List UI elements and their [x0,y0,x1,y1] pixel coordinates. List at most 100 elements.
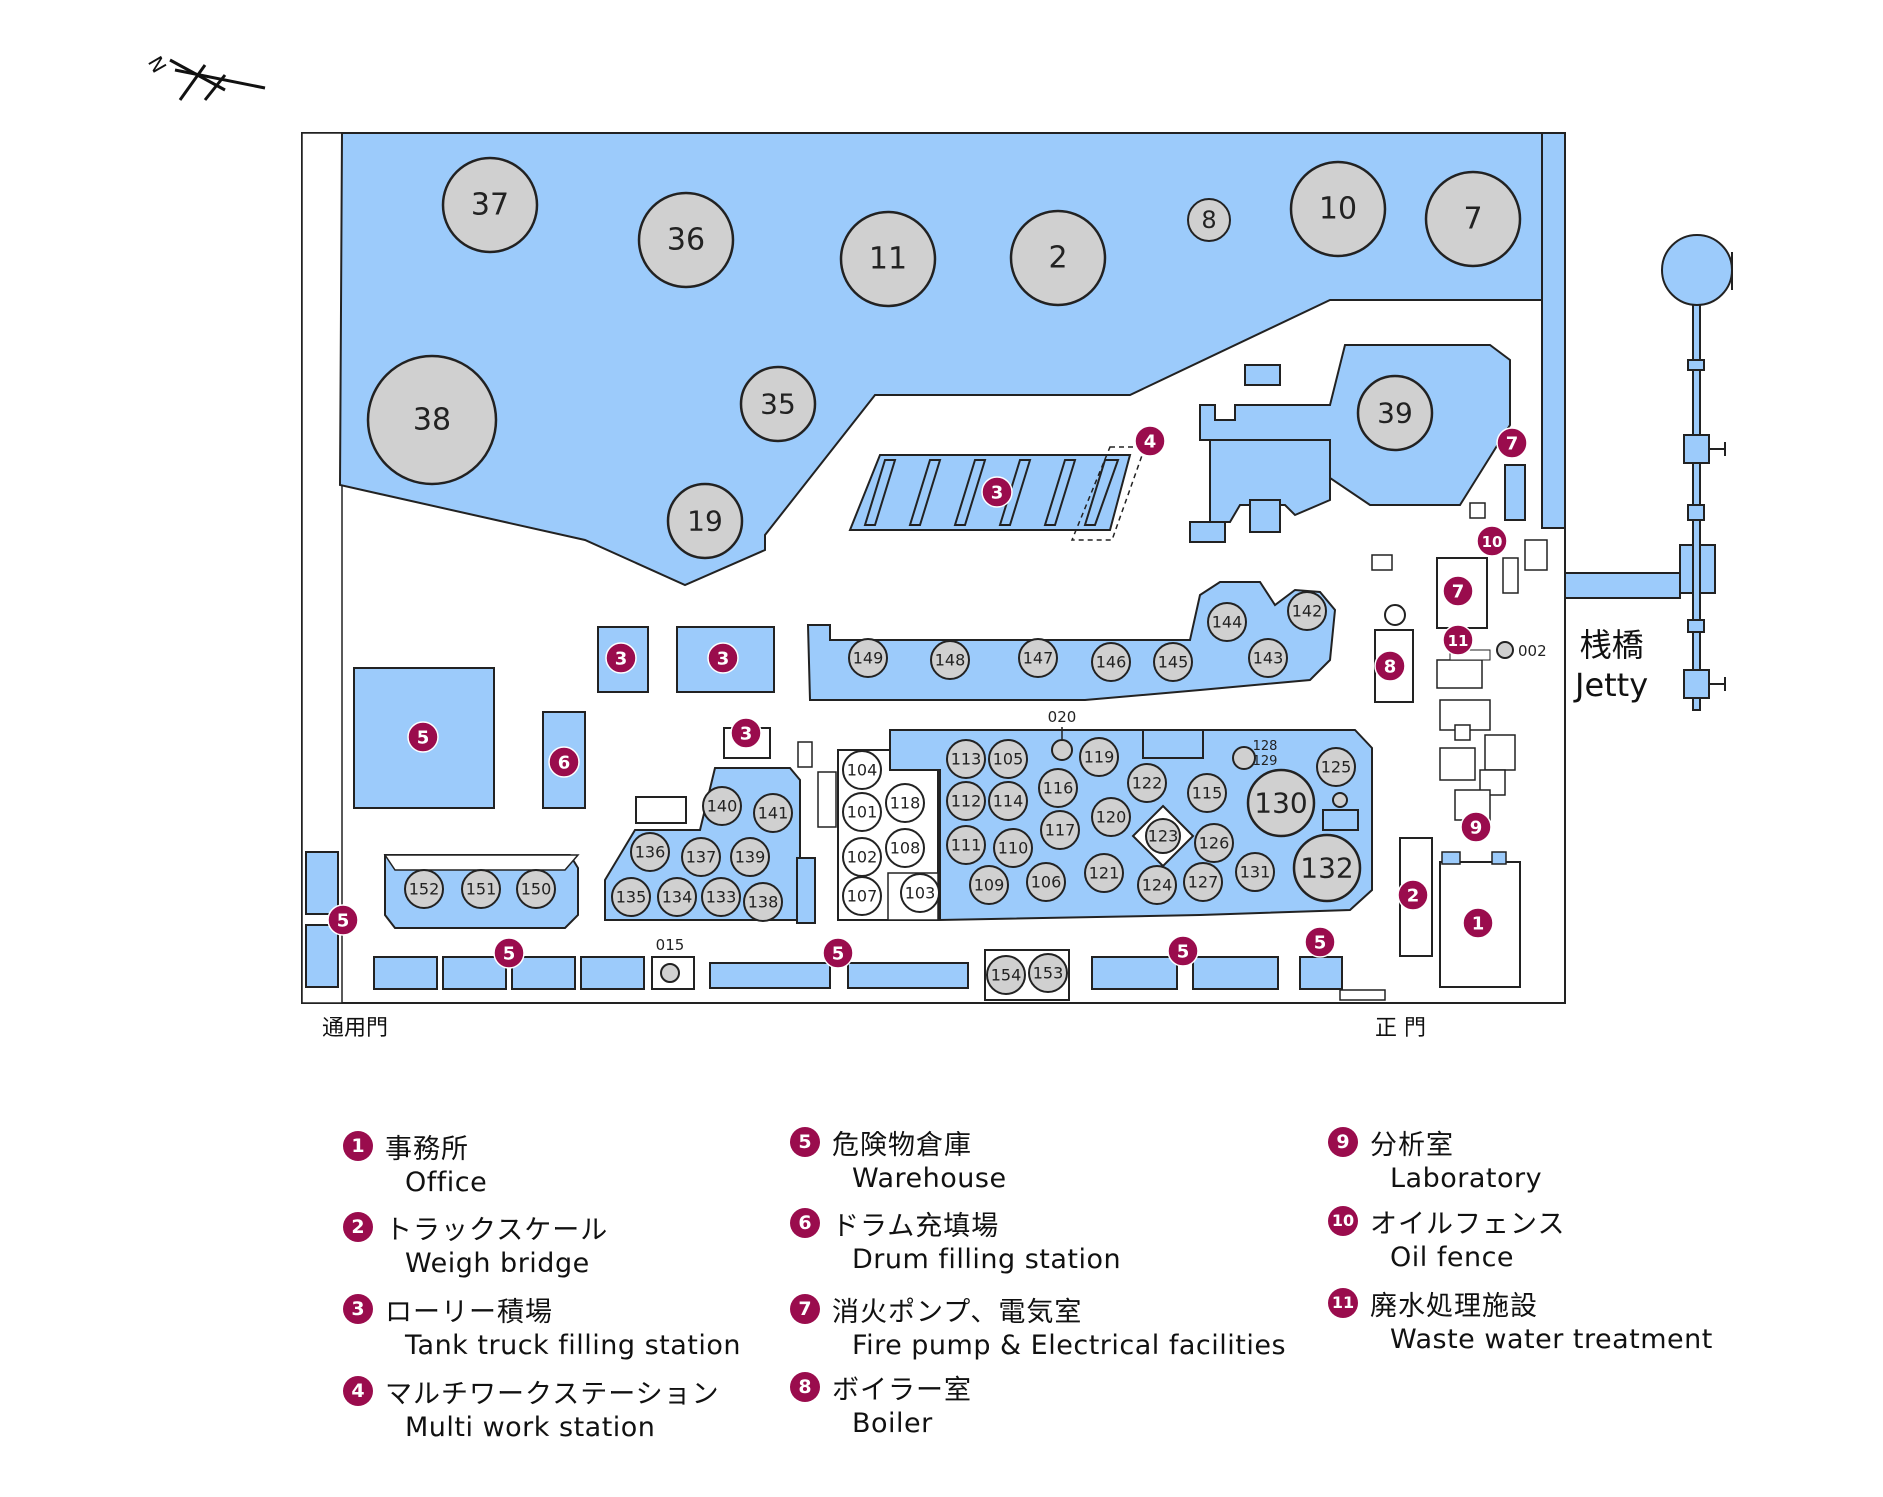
tank-151: 151 [461,869,501,909]
tank-131: 131 [1235,852,1275,892]
tank-label-152: 152 [409,880,440,899]
facility-marker-label-3: 3 [615,649,628,670]
facility-marker-3: 3 [707,642,739,674]
tank-label-105: 105 [993,750,1024,769]
east-strip [1541,132,1566,529]
warehouse-5-left-b [305,924,339,988]
tank-label-141: 141 [758,804,789,823]
tank-label-145: 145 [1158,653,1189,672]
facility-marker-7: 7 [1496,427,1528,459]
tank-134: 134 [657,877,697,917]
legend-jp-2: トラックスケール [385,1215,609,1246]
tank-label-7: 7 [1463,202,1482,237]
facility-marker-label-5: 5 [417,728,430,749]
tank-102: 102 [842,837,882,877]
facility-marker-5: 5 [407,721,439,753]
tank-146: 146 [1091,642,1131,682]
legend-en-3: Tank truck filling station [405,1330,742,1361]
compass-n-label: N [143,52,171,77]
tank-label-112: 112 [951,792,982,811]
tank-11: 11 [839,210,937,308]
tank-label-113: 113 [951,750,982,769]
tank-137: 137 [681,837,721,877]
facility-marker-5: 5 [493,937,525,969]
label-015: 015 [656,936,685,954]
tank-label-103: 103 [905,884,936,903]
facility-marker-3: 3 [605,642,637,674]
tank-8: 8 [1187,198,1231,242]
tank-label-150: 150 [521,880,552,899]
legend-en-1: Office [405,1167,488,1198]
legend-en-7: Fire pump & Electrical facilities [852,1330,1287,1361]
facility-marker-label-8: 8 [1384,657,1397,678]
tank-label-38: 38 [413,403,451,438]
tank-label-102: 102 [847,848,878,867]
facility-marker-label-5: 5 [503,944,516,965]
tank-141: 141 [753,793,793,833]
tank-135: 135 [611,877,651,917]
facility-marker-5: 5 [1304,926,1336,958]
tank-label-10: 10 [1319,192,1357,227]
tank-36: 36 [637,191,735,289]
facility-marker-label-3: 3 [740,724,753,745]
tank-label-19: 19 [687,505,723,538]
tank-114: 114 [988,781,1028,821]
tank-label-101: 101 [847,803,878,822]
tank-38: 38 [366,354,498,486]
tank-label-106: 106 [1031,873,1062,892]
tank-label-126: 126 [1199,834,1230,853]
tank-127: 127 [1183,862,1223,902]
service-gate-label: 通用門 [322,1016,389,1041]
legend-en-9: Laboratory [1390,1163,1543,1194]
warehouse-5-left-a [305,851,339,915]
tank-label-120: 120 [1096,808,1127,827]
legend-en-5: Warehouse [852,1163,1007,1194]
tank-39: 39 [1356,374,1434,452]
tank-124: 124 [1137,865,1177,905]
facility-marker-3: 3 [730,717,762,749]
facility-marker-10: 10 [1476,525,1508,557]
tank-35: 35 [739,365,817,443]
legend-badge-5: 5 [790,1127,820,1157]
tank-154: 154 [986,955,1026,995]
legend-badge-8: 8 [790,1372,820,1402]
tank-105: 105 [988,739,1028,779]
tank-140: 140 [702,786,742,826]
tank-132: 132 [1292,833,1362,903]
facility-marker-9: 9 [1460,811,1492,843]
tank-label-115: 115 [1192,784,1223,803]
tank-label-144: 144 [1212,613,1243,632]
tank-2: 2 [1009,209,1107,307]
facility-marker-8: 8 [1374,650,1406,682]
tank-label-35: 35 [760,388,796,421]
tank-118: 118 [885,783,925,823]
facility-marker-label-1: 1 [1472,914,1485,935]
tank-103: 103 [900,873,940,913]
tank-label-136: 136 [635,843,666,862]
facility-marker-label-5: 5 [1177,942,1190,963]
legend-badge-6: 6 [790,1208,820,1238]
tank-126: 126 [1194,823,1234,863]
tank-37: 37 [441,156,539,254]
tank-label-107: 107 [847,887,878,906]
multi-work-station-outline [1070,446,1147,541]
tank-116: 116 [1038,768,1078,808]
tank-138: 138 [743,882,783,922]
tank-label-2: 2 [1048,241,1067,276]
tank-130: 130 [1246,768,1316,838]
tank-label-108: 108 [890,839,921,858]
tank-7: 7 [1424,170,1522,268]
tank-label-127: 127 [1188,873,1219,892]
facility-marker-1: 1 [1462,907,1494,939]
tank-142: 142 [1287,591,1327,631]
label-129: 129 [1253,754,1278,769]
jetty-label-jp: 桟橋 [1579,626,1644,664]
tank-label-154: 154 [991,966,1022,985]
legend-jp-7: 消火ポンプ、電気室 [832,1297,1083,1328]
tank-107: 107 [842,876,882,916]
tank-108: 108 [885,828,925,868]
tank-label-147: 147 [1023,649,1054,668]
facility-marker-5: 5 [327,904,359,936]
label-020: 020 [1048,708,1077,726]
